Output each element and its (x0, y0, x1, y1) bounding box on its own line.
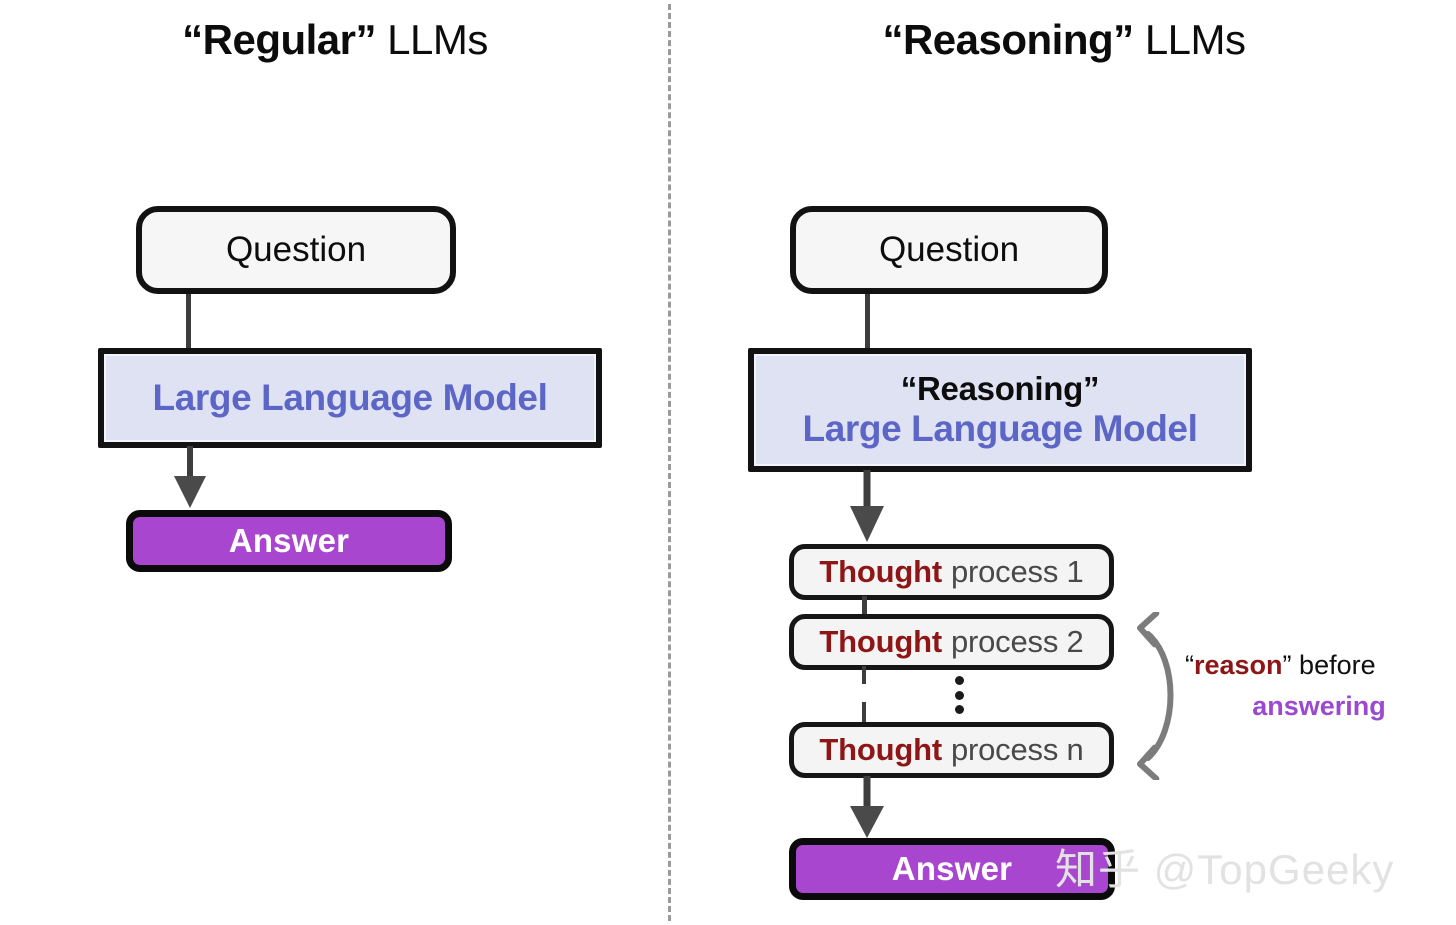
left-llm-label: Large Language Model (152, 377, 548, 419)
left-question-label: Question (225, 230, 367, 270)
thought-rest-n: process n (950, 731, 1084, 767)
thought-strong-2: Thought (819, 623, 942, 659)
right-question-box[interactable]: Question (790, 206, 1108, 294)
thought-strong-1: Thought (819, 553, 942, 589)
ellipsis-dot-1 (954, 676, 964, 685)
left-answer-box[interactable]: Answer (126, 510, 452, 572)
left-column-title: “Regular” LLMs (0, 16, 670, 64)
ellipsis-dot-2 (954, 690, 964, 700)
annotation-answering: answering (1252, 690, 1386, 721)
left-question-box[interactable]: Question (136, 206, 456, 294)
annotation-reason: reason (1194, 650, 1283, 680)
right-title-quoted: “Reasoning” (882, 16, 1134, 63)
annotation-text: “reason” before answering (1185, 645, 1435, 726)
left-answer-label: Answer (228, 521, 350, 559)
connector-thought2-to-ellipsis (862, 666, 866, 684)
right-question-label: Question (878, 230, 1020, 270)
annotation-quote-open: “ (1185, 650, 1194, 680)
thought-strong-n: Thought (819, 731, 942, 767)
right-answer-box[interactable]: Answer (789, 838, 1115, 900)
connector-left-question-to-llm (186, 286, 191, 350)
connector-right-question-to-llm (865, 286, 870, 350)
thought-rest-1: process 1 (950, 553, 1084, 589)
annotation-quote-close: ” (1282, 650, 1292, 680)
right-llm-box[interactable]: “Reasoning” Large Language Model (748, 348, 1252, 472)
double-headed-curly-arrow-icon (1137, 612, 1174, 780)
annotation-before: before (1291, 650, 1376, 680)
right-answer-label: Answer (891, 849, 1013, 887)
right-llm-top-label: “Reasoning” (900, 369, 1100, 407)
arrow-left-llm-to-answer (174, 446, 206, 508)
connector-ellipsis-to-thoughtn (862, 702, 866, 724)
right-title-rest: LLMs (1133, 16, 1246, 63)
right-column-title: “Reasoning” LLMs (672, 16, 1456, 64)
arrow-right-llm-to-thought1 (850, 470, 884, 542)
left-llm-box[interactable]: Large Language Model (98, 348, 602, 448)
column-divider (668, 4, 671, 921)
ellipsis-dots (953, 676, 965, 714)
ellipsis-dot-3 (954, 705, 964, 714)
thought-rest-2: process 2 (950, 623, 1084, 659)
connector-thought1-to-thought2 (862, 596, 867, 618)
left-title-quoted: “Regular” (182, 16, 376, 63)
left-title-rest: LLMs (376, 16, 488, 63)
arrow-thoughtn-to-answer (850, 776, 884, 838)
right-llm-label: Large Language Model (802, 407, 1198, 449)
